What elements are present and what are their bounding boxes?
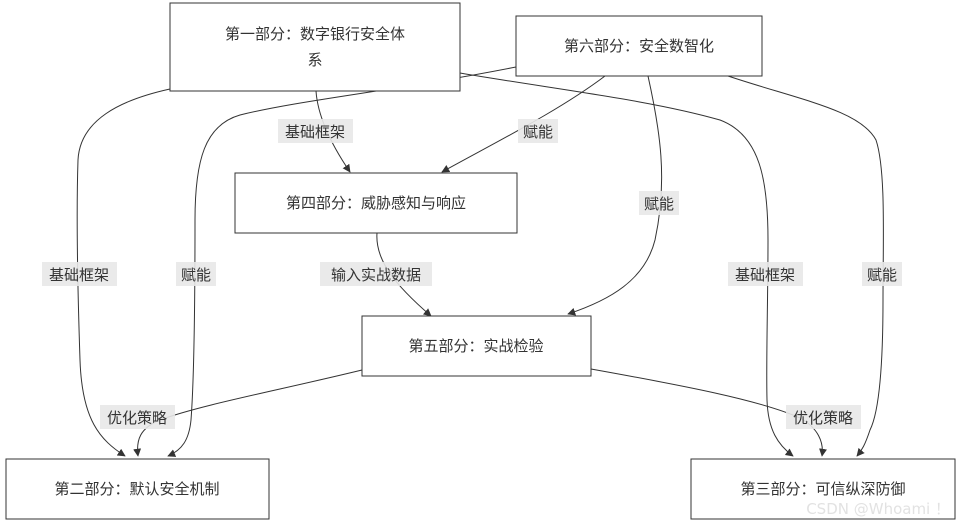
svg-text:第四部分：威胁感知与响应: 第四部分：威胁感知与响应 [286, 194, 466, 212]
edge-label-part6-to-part5: 赋能 [639, 191, 679, 215]
edge-label-part6-to-part2: 赋能 [176, 262, 216, 286]
svg-text:第六部分：安全数智化: 第六部分：安全数智化 [564, 37, 714, 55]
svg-text:输入实战数据: 输入实战数据 [331, 266, 421, 284]
svg-text:优化策略: 优化策略 [107, 409, 167, 427]
edge-label-part5-to-part3: 优化策略 [786, 405, 861, 429]
svg-text:基础框架: 基础框架 [735, 266, 795, 284]
svg-text:赋能: 赋能 [644, 195, 674, 213]
svg-text:赋能: 赋能 [867, 266, 897, 284]
svg-text:第二部分：默认安全机制: 第二部分：默认安全机制 [54, 480, 219, 498]
node-part5: 第五部分：实战检验 [361, 315, 592, 377]
node-part4: 第四部分：威胁感知与响应 [234, 172, 518, 234]
svg-text:第一部分：数字银行安全体: 第一部分：数字银行安全体 [225, 25, 405, 43]
edge-part6-to-part5 [567, 75, 663, 316]
node-part6: 第六部分：安全数智化 [515, 15, 763, 77]
svg-text:基础框架: 基础框架 [49, 266, 109, 284]
node-part2: 第二部分：默认安全机制 [5, 458, 270, 520]
edge-part1-to-part2 [76, 88, 171, 457]
svg-text:优化策略: 优化策略 [793, 409, 853, 427]
node-part3: 第三部分：可信纵深防御 [690, 458, 956, 520]
edge-part5-to-part3 [590, 368, 827, 457]
edge-label-part1-to-part3: 基础框架 [728, 262, 803, 286]
svg-text:第三部分：可信纵深防御: 第三部分：可信纵深防御 [740, 480, 905, 498]
watermark-text: CSDN @Whoami ！ [806, 500, 950, 518]
edge-part6-to-part2 [167, 66, 517, 457]
edge-label-part1-to-part2: 基础框架 [42, 262, 117, 286]
edge-label-part6-to-part4: 赋能 [518, 119, 558, 143]
svg-text:第五部分：实战检验: 第五部分：实战检验 [408, 337, 543, 355]
edge-label-part6-to-part3: 赋能 [862, 262, 902, 286]
edge-label-part5-to-part2: 优化策略 [100, 405, 175, 429]
svg-text:赋能: 赋能 [523, 123, 553, 141]
edge-label-part1-to-part4: 基础框架 [278, 119, 353, 143]
svg-text:赋能: 赋能 [181, 266, 211, 284]
edge-part1-to-part3 [459, 72, 794, 457]
edge-label-part4-to-part5: 输入实战数据 [320, 262, 432, 286]
svg-text:系: 系 [307, 51, 322, 69]
edge-part5-to-part2 [133, 369, 363, 457]
svg-text:基础框架: 基础框架 [285, 123, 345, 141]
node-part1: 第一部分：数字银行安全体 系 [169, 2, 461, 92]
